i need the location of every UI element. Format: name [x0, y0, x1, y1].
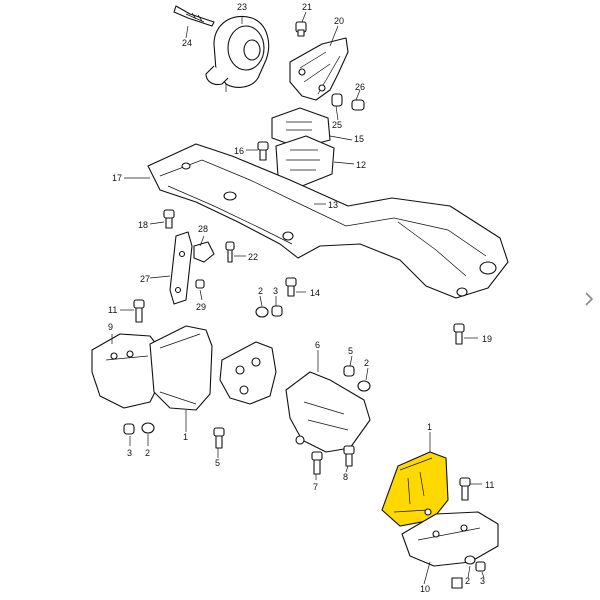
part-7-bolt[interactable] [311, 451, 323, 475]
callout-3-bottom: 3 [480, 576, 485, 586]
callout-2-right-top: 2 [364, 358, 369, 368]
callout-5: 5 [215, 458, 220, 468]
callout-labels: 23 24 21 20 26 25 15 16 12 17 13 18 28 2… [108, 2, 494, 594]
callout-2-left: 2 [145, 448, 150, 458]
callout-8: 8 [343, 472, 348, 482]
callout-5-bracket: 5 [348, 346, 353, 356]
callout-2-bottom: 2 [465, 576, 470, 586]
callout-26: 26 [355, 82, 365, 92]
callout-20: 20 [334, 16, 344, 26]
callout-1-highlighted: 1 [427, 422, 432, 432]
callout-6: 6 [315, 340, 320, 350]
callout-1-left: 1 [183, 432, 188, 442]
callout-25: 25 [332, 120, 342, 130]
callout-14: 14 [310, 288, 320, 298]
callout-23: 23 [237, 2, 247, 12]
part-10-bracket[interactable] [401, 511, 499, 567]
callout-17: 17 [112, 173, 122, 183]
callout-28: 28 [198, 224, 208, 234]
part-2-washer-center[interactable] [255, 306, 269, 318]
part-2-nut-right-top[interactable] [343, 365, 355, 377]
part-3-nut-center[interactable] [271, 305, 283, 317]
part-29-bolt[interactable] [195, 279, 205, 289]
callout-11-left: 11 [108, 305, 117, 315]
part-26-bushing[interactable] [351, 99, 365, 111]
callout-24: 24 [182, 38, 192, 48]
part-22-bolt[interactable] [225, 241, 235, 263]
callout-7: 7 [313, 482, 318, 492]
callout-13: 13 [328, 200, 338, 210]
leader-lines [111, 11, 485, 585]
part-8-bolt[interactable] [343, 445, 355, 467]
part-27-bracket[interactable] [169, 231, 193, 305]
part-9-bracket[interactable] [91, 333, 163, 409]
callout-11-right: 11 [485, 480, 494, 490]
part-14-bolt[interactable] [285, 277, 297, 297]
callout-29: 29 [196, 302, 206, 312]
part-2-washer-bottom[interactable] [464, 555, 476, 565]
callout-12: 12 [356, 160, 366, 170]
chevron-right-icon[interactable] [582, 290, 596, 308]
callout-27: 27 [140, 274, 150, 284]
callout-2-center-a: 2 [258, 286, 263, 296]
callout-10: 10 [420, 584, 430, 594]
callout-9: 9 [108, 322, 113, 332]
callout-15: 15 [354, 134, 364, 144]
part-21-nut[interactable] [295, 21, 307, 37]
part-11-bolt-right[interactable] [459, 477, 471, 501]
part-3-washer-right-top[interactable] [357, 380, 371, 392]
part-3-nut-left[interactable] [123, 423, 135, 435]
callout-21: 21 [302, 2, 312, 12]
part-6-bracket[interactable] [285, 371, 371, 453]
callout-3-center: 3 [273, 286, 278, 296]
part-24-bolt[interactable] [173, 5, 215, 27]
part-18-bolt[interactable] [163, 209, 175, 229]
part-15-cover[interactable] [271, 107, 331, 149]
part-19-bolt[interactable] [453, 323, 465, 345]
part-engine-bracket-center[interactable] [219, 341, 277, 405]
part-11-bolt-left[interactable] [133, 299, 145, 323]
callout-16: 16 [234, 146, 244, 156]
part-3-nut-bottom[interactable] [475, 561, 486, 572]
part-20-bracket[interactable] [289, 37, 349, 101]
part-bolt-bottom[interactable] [451, 577, 463, 589]
part-28-clip[interactable] [193, 241, 215, 263]
part-1-mount-highlighted[interactable] [381, 451, 449, 527]
part-23-upper-mount[interactable] [205, 16, 270, 92]
part-5-bolt[interactable] [213, 427, 225, 449]
part-25-spacer[interactable] [331, 93, 343, 107]
part-1-mount-left[interactable] [149, 325, 213, 411]
part-17-crossmember[interactable] [147, 143, 509, 299]
callout-19: 19 [482, 334, 492, 344]
part-2-washer-left[interactable] [141, 422, 155, 434]
part-16-bolt[interactable] [257, 141, 269, 161]
callout-18: 18 [138, 220, 148, 230]
callout-3-left: 3 [127, 448, 132, 458]
callout-22: 22 [248, 252, 258, 262]
